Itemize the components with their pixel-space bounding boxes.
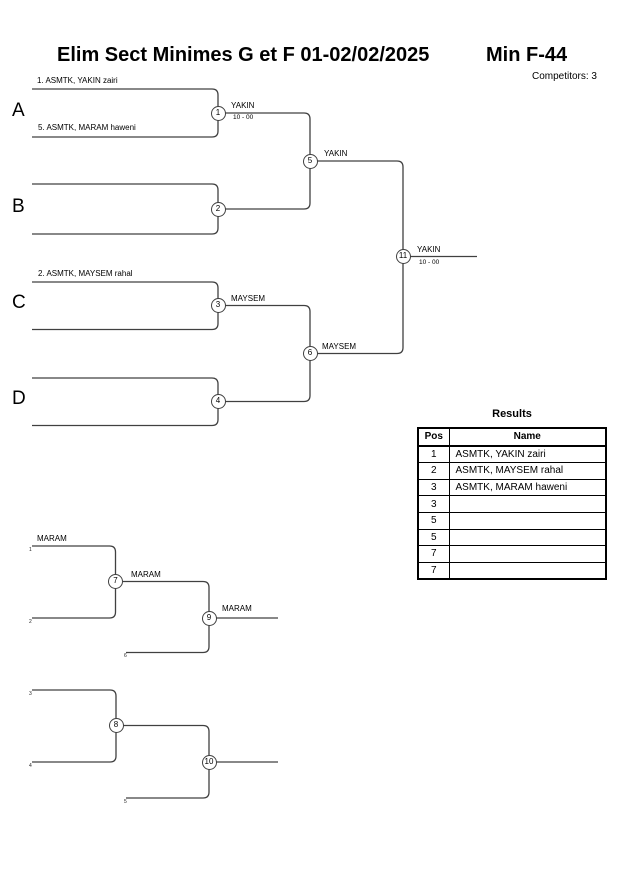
connector-semifinal-bottom [225,304,311,403]
match-node-7: 7 [108,574,123,589]
consolation-feed-top-label: MARAM [37,534,67,543]
bracket-pair-a [32,88,219,138]
loser-ref-6: 6 [124,653,127,659]
match-node-8: 8 [108,718,124,733]
section-label-d: D [12,388,26,409]
winner-label-match-3: MAYSEM [231,294,266,303]
winner-label-match-7: MARAM [131,570,161,579]
loser-ref-3: 3 [29,690,32,697]
result-pos: 1 [417,445,450,464]
section-label-b: B [12,196,25,217]
results-title: Results [492,408,532,420]
bracket-pair-c [32,281,219,331]
match-node-9: 9 [201,610,217,626]
match-node-6: 6 [302,346,318,361]
winner-label-match-5: YAKIN [324,149,348,158]
score-match-1: 10 - 00 [233,113,254,121]
section-label-a: A [12,100,25,121]
loser-ref-1: 1 [29,546,32,553]
match-node-1: 1 [210,105,226,121]
match-node-5: 5 [302,153,318,169]
match-node-4: 4 [210,394,226,409]
result-name: ASMTK, YAKIN zairi [448,445,607,464]
loser-ref-5: 5 [124,798,127,805]
winner-label-match-11: YAKIN [417,245,441,254]
section-label-c: C [12,292,26,313]
match-node-3: 3 [210,298,226,313]
results-header-row: Pos Name [417,427,607,447]
consolation-pair-7 [32,545,117,619]
connector-consolation-10 [123,724,210,799]
connector-consolation-9 [123,580,210,654]
winner-label-match-9: MARAM [222,604,252,613]
loser-ref-4: 4 [29,762,32,769]
match-node-11: 11 [395,249,411,264]
competitor-entry-c-top: 2. ASMTK, MAYSEM rahal [38,269,133,278]
loser-ref-2: 2 [29,618,32,625]
results-col-name: Name [448,427,607,447]
match-node-10: 10 [201,754,217,770]
category-title: Min F-44 [486,44,568,66]
connector-semifinal-top [225,112,311,210]
page-title: Elim Sect Minimes G et F 01-02/02/2025 [57,44,430,66]
score-match-11: 10 - 00 [419,258,440,266]
results-row: 7 [417,561,607,580]
consolation-pair-8 [32,689,117,763]
winner-label-match-1: YAKIN [231,101,255,110]
bracket-pair-d [32,377,219,427]
winner-label-match-6: MAYSEM [322,341,357,351]
competitor-entry-a-bottom: 5. ASMTK, MARAM haweni [38,123,136,132]
result-name [448,561,607,580]
competitor-entry-a-top: 1. ASMTK, YAKIN zairi [37,76,118,85]
match-node-2: 2 [210,201,226,217]
competitors-count: Competitors: 3 [531,71,597,82]
bracket-pair-b [32,183,219,235]
connector-final [317,160,404,355]
